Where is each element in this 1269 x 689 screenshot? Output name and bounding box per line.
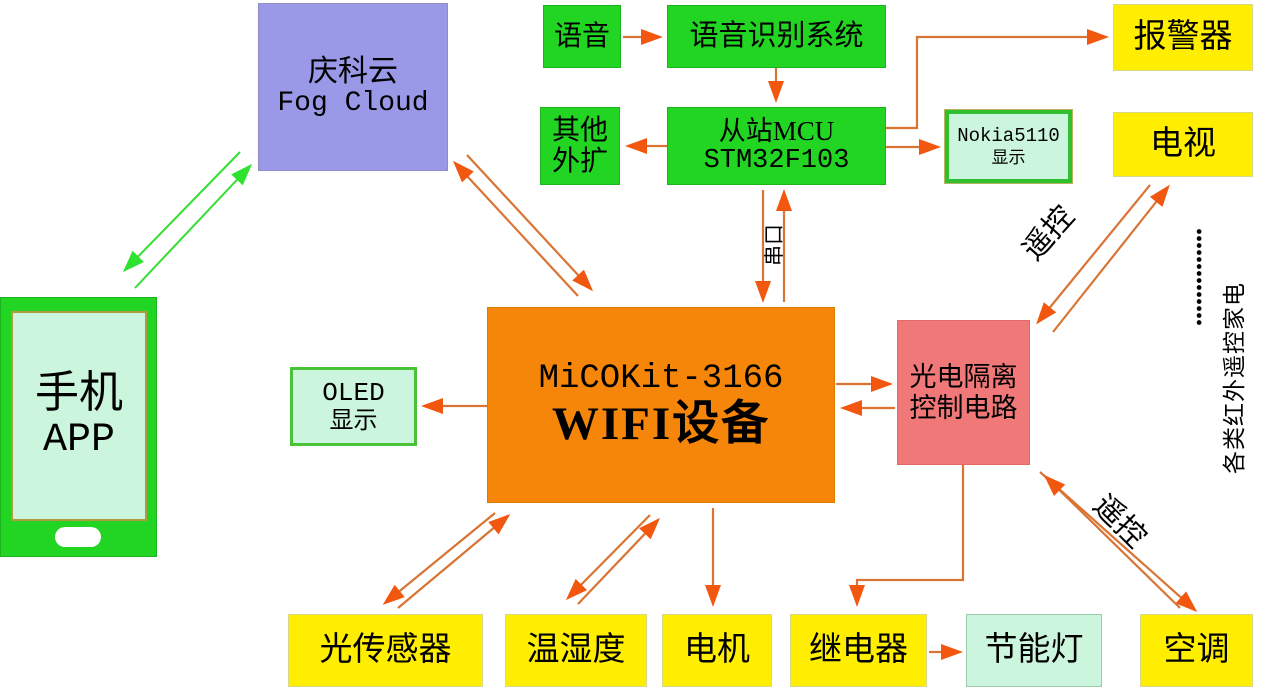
micokit-line1: MiCOKit-3166 [538,359,784,398]
node-motor: 电机 [662,614,772,687]
oled-line1: OLED [322,377,385,408]
node-alarm: 报警器 [1113,4,1253,71]
phone-label-en: APP [42,418,115,464]
energy-lamp-label: 节能灯 [984,632,1084,669]
ir-dots-ellipsis: •••••••••••••• [1187,228,1209,327]
phone-home-button-icon [55,527,101,547]
node-fog-cloud: 庆科云 Fog Cloud [258,3,448,171]
phone-label-cn: 手机 [35,367,123,417]
slave-mcu-line1: 从站MCU [718,115,835,146]
arrow-micokit-to-temp [565,514,651,601]
air-conditioner-label: 空调 [1163,632,1230,669]
other-expansion-line1: 其他 [551,114,608,146]
node-phone: 手机 APP [0,297,157,557]
node-opto-isolation: 光电隔离 控制电路 [897,320,1030,465]
arrow-micokit-to-light-sensor [382,512,496,605]
edge-label-serial-port: 串口 [762,224,786,266]
temp-humidity-label: 温湿度 [526,632,626,669]
fog-cloud-label-cn: 庆科云 [308,54,398,88]
node-voice: 语音 [543,5,621,68]
opto-line1: 光电隔离 [909,362,1018,393]
alarm-label: 报警器 [1133,19,1233,56]
voice-recognition-label: 语音识别系统 [689,20,864,53]
node-air-conditioner: 空调 [1140,614,1253,687]
edge-label-remote-top: 遥控 [1016,200,1081,267]
nokia-line1: Nokia5110 [957,124,1060,147]
tv-label: 电视 [1150,126,1216,163]
slave-mcu-line2: STM32F103 [703,146,850,176]
phone-screen: 手机 APP [11,311,147,521]
voice-label: 语音 [553,20,610,52]
edge-label-ir-appliances: 各类红外遥控家电 [1222,282,1247,474]
fog-cloud-label-en: Fog Cloud [277,88,429,120]
node-energy-lamp: 节能灯 [966,614,1102,687]
edge-label-remote-bottom: 遥控 [1086,488,1153,555]
node-micokit-wifi-device: MiCOKit-3166 WIFI设备 [487,307,835,503]
relay-label: 继电器 [809,632,908,669]
motor-label: 电机 [684,632,750,669]
node-slave-mcu: 从站MCU STM32F103 [667,107,886,185]
node-voice-recognition: 语音识别系统 [667,5,886,68]
node-oled-display: OLED 显示 [290,367,417,446]
light-sensor-label: 光传感器 [319,632,452,669]
node-light-sensor: 光传感器 [288,614,483,687]
node-relay: 继电器 [790,614,927,687]
arrow-opto-to-tv [1052,184,1170,333]
arrow-opto-to-relay [849,465,965,607]
micokit-line2: WIFI设备 [551,397,771,450]
arrow-temp-to-micokit [577,517,661,605]
oled-line2: 显示 [329,407,378,434]
arrow-phone-to-cloud [134,163,253,289]
node-tv: 电视 [1113,112,1253,177]
node-nokia-display: Nokia5110 显示 [944,109,1073,184]
node-other-expansion: 其他 外扩 [540,107,620,185]
arrow-light-sensor-to-micokit [397,514,511,609]
arrow-cloud-to-phone [122,151,241,273]
other-expansion-line2: 外扩 [551,146,608,177]
nokia-line2: 显示 [991,147,1026,167]
opto-line2: 控制电路 [909,392,1018,423]
node-temp-humidity: 温湿度 [505,614,647,687]
